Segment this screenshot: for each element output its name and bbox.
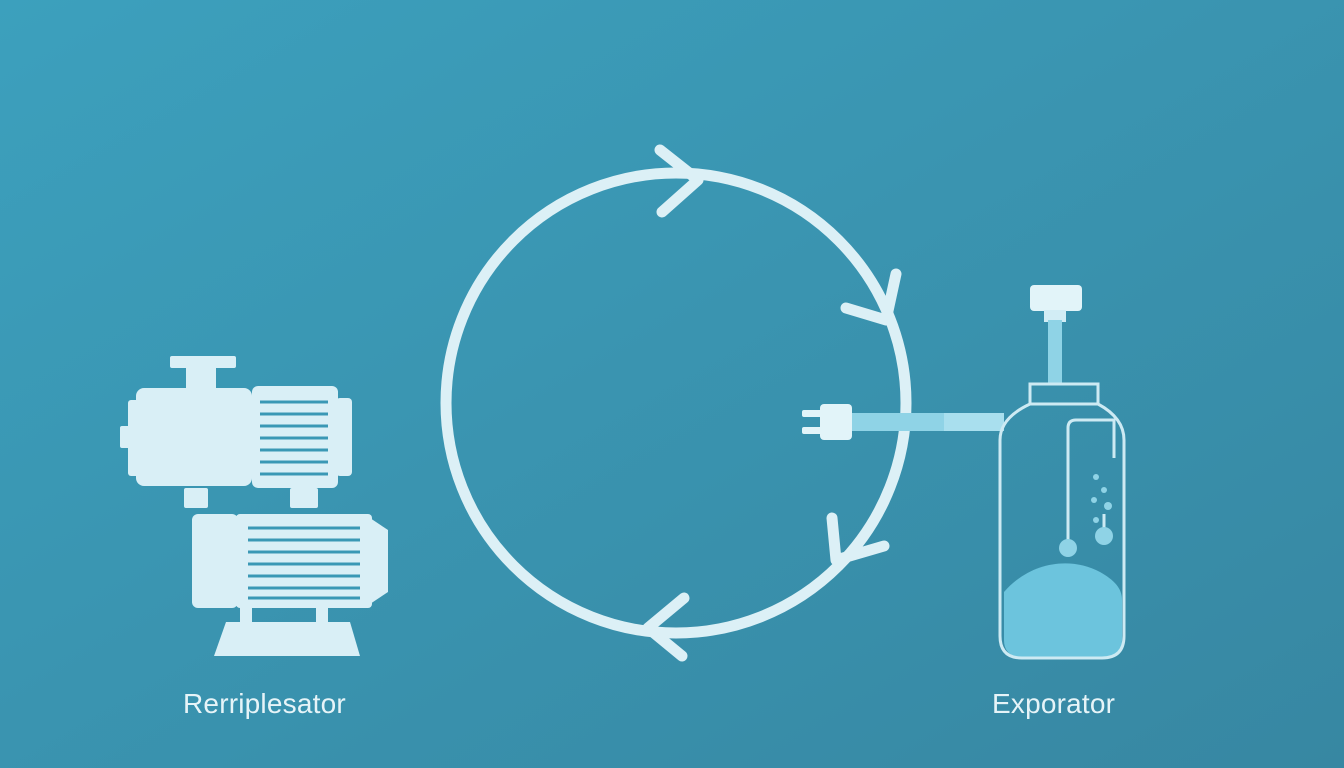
vessel-liquid	[1004, 563, 1122, 658]
pump-fins	[248, 400, 360, 600]
arrow-top	[654, 144, 704, 218]
circular-flow-arrows-icon	[440, 144, 912, 662]
plug-icon	[802, 404, 1004, 440]
vessel-outline	[998, 382, 1126, 660]
arrow-upper-right	[840, 268, 902, 326]
vessel-icon	[998, 285, 1126, 660]
cycle-ring	[440, 167, 912, 639]
arrow-lower-right	[826, 512, 890, 566]
arrow-bottom	[642, 592, 690, 662]
right-component-label: Exporator	[992, 688, 1116, 719]
left-component-label: Rerriplesator	[183, 688, 346, 719]
